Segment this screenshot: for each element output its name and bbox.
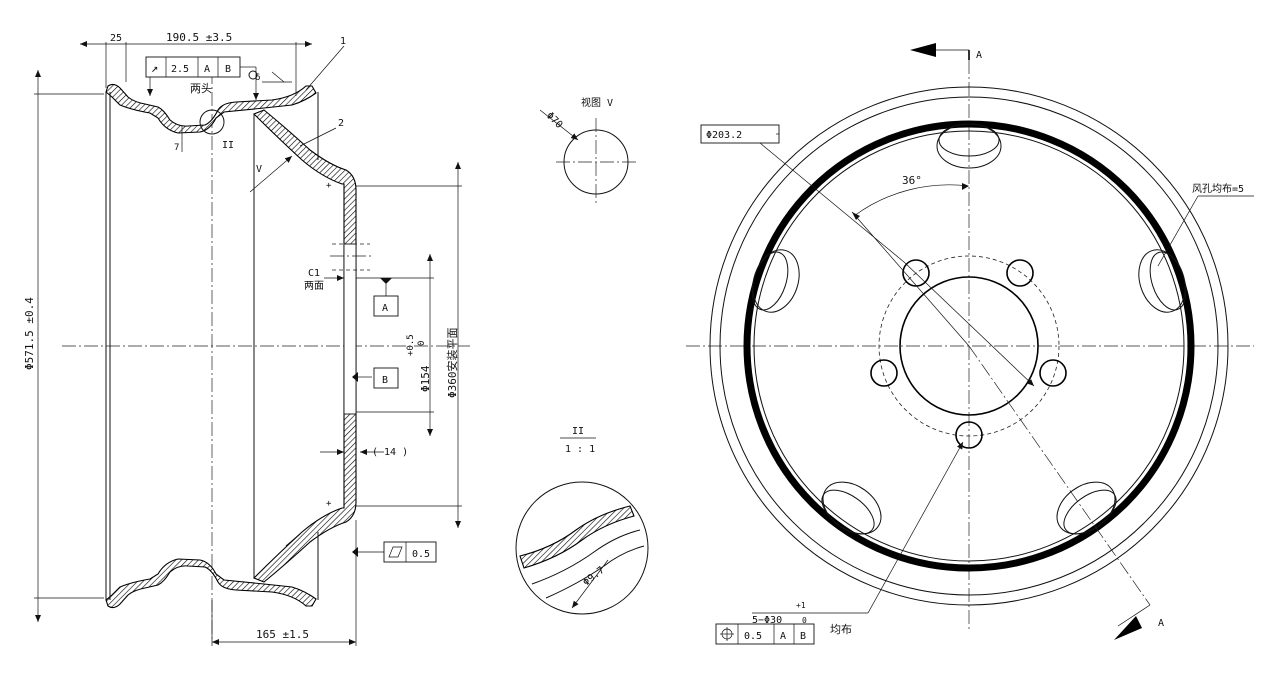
dim-14: ( 14 ) bbox=[372, 447, 408, 458]
dim-diam-360: Φ360安装平面 bbox=[445, 328, 459, 399]
view-v-arrow bbox=[249, 155, 293, 193]
dim-diam-571-5: Φ571.5 ±0.4 bbox=[23, 297, 36, 370]
svg-text:7: 7 bbox=[174, 143, 179, 153]
dim-165: 165 ±1.5 bbox=[256, 628, 309, 641]
center-bore bbox=[899, 276, 1039, 416]
pcd-circle bbox=[878, 255, 1060, 437]
detail-marker-circle bbox=[199, 109, 225, 135]
view-v-title: 视图 V bbox=[581, 96, 613, 109]
svg-text:+: + bbox=[326, 181, 332, 191]
svg-text:6: 6 bbox=[255, 73, 260, 83]
svg-text:B: B bbox=[800, 631, 806, 642]
dim-25: 25 bbox=[110, 33, 122, 44]
vent-holes bbox=[751, 123, 1187, 535]
detail-circle bbox=[515, 481, 649, 615]
svg-text:C1: C1 bbox=[308, 268, 320, 279]
svg-text:0.5: 0.5 bbox=[744, 631, 762, 642]
section-label-top: A bbox=[976, 50, 982, 61]
detail-ii: II 1 : 1 Φ9.7 bbox=[515, 426, 649, 615]
bolt-hole bbox=[955, 421, 983, 449]
vent-note: 风孔均布=5 bbox=[1192, 183, 1244, 195]
pcd-label: Φ203.2 bbox=[706, 130, 742, 141]
note-two-ends: 两头 bbox=[190, 82, 212, 95]
svg-text:+: + bbox=[326, 499, 332, 509]
svg-text:2.5: 2.5 bbox=[171, 64, 189, 75]
view-v-diam: Φ70 bbox=[544, 110, 565, 131]
detail-scale: 1 : 1 bbox=[565, 444, 595, 455]
rim-section-top bbox=[105, 83, 317, 134]
dim-190-5: 190.5 ±3.5 bbox=[166, 31, 232, 44]
holes-note: 均布 bbox=[830, 623, 852, 636]
detail-diam: Φ9.7 bbox=[581, 565, 607, 589]
section-label-bottom: A bbox=[1158, 618, 1164, 629]
disc-section bbox=[253, 109, 357, 583]
detail-ref-ii: II bbox=[222, 140, 234, 151]
rim-outer-circle bbox=[709, 86, 1229, 606]
flatness-tolerance-frame: 0.5 bbox=[352, 541, 437, 563]
svg-text:B: B bbox=[382, 375, 388, 386]
note-two-faces: 两面 bbox=[304, 281, 324, 292]
svg-text:A: A bbox=[204, 64, 210, 75]
flatness-icon bbox=[388, 546, 403, 558]
bolt-hole bbox=[1006, 259, 1034, 287]
section-view: + + 190.5 ±3.5 25 1 2 ↗ 2.5 A B 两头 6 bbox=[23, 31, 470, 646]
runout-icon: ↗ bbox=[151, 61, 158, 75]
detail-title: II bbox=[572, 426, 584, 437]
bolt-hole bbox=[1039, 359, 1067, 387]
bolt-holes bbox=[870, 259, 1067, 449]
runout-tolerance-frame: ↗ 2.5 A B bbox=[145, 56, 259, 100]
view-v: 视图 V Φ70 bbox=[539, 96, 636, 206]
holes-count: 5−Φ30 bbox=[752, 615, 782, 626]
leader-1: 1 bbox=[340, 36, 346, 47]
svg-text:+0.5: +0.5 bbox=[406, 334, 416, 356]
svg-text:A: A bbox=[780, 631, 786, 642]
bolt-hole bbox=[902, 259, 930, 287]
svg-text:0.5: 0.5 bbox=[412, 549, 430, 560]
datum-b-box bbox=[373, 367, 399, 389]
view-v-label: V bbox=[256, 164, 262, 175]
datum-a-box bbox=[373, 295, 399, 317]
rim-section-bottom bbox=[105, 558, 317, 609]
svg-text:0: 0 bbox=[802, 616, 807, 625]
position-tolerance-frame: 0.5 A B bbox=[715, 623, 815, 645]
angle-label: 36° bbox=[902, 174, 922, 187]
svg-text:+1: +1 bbox=[796, 601, 806, 610]
dim-diam-154: Φ154 bbox=[419, 365, 432, 392]
bolt-hole bbox=[870, 359, 898, 387]
leader-2: 2 bbox=[338, 118, 344, 129]
front-view: A A Φ203.2 36° 风孔均布=5 5−Φ30 +1 0 均布 bbox=[686, 43, 1254, 645]
svg-text:0: 0 bbox=[417, 341, 427, 346]
svg-text:A: A bbox=[382, 303, 388, 314]
svg-text:B: B bbox=[225, 64, 231, 75]
